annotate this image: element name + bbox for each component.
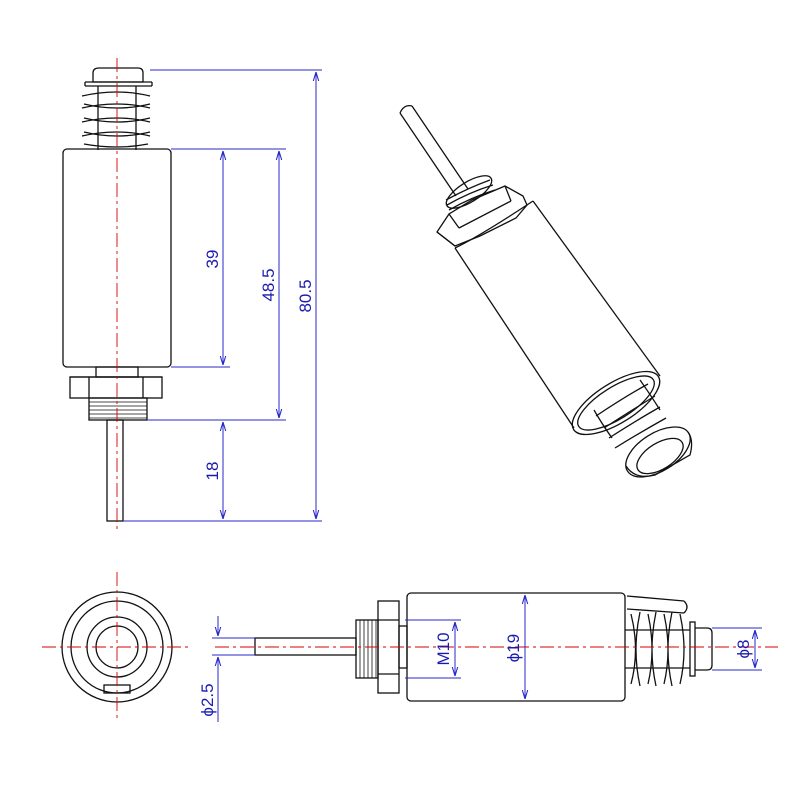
side-push-rod [254,637,357,656]
iso-plunger-cap [625,426,693,478]
side-view [254,592,713,702]
push-rod [106,419,124,522]
dimension-body-diameter: ϕ19 [504,634,523,662]
end-view-centerlines [42,572,192,722]
dimension-plunger-rod-length: 18 [203,462,222,481]
spring [81,91,151,148]
dimension-thread-size: M10 [434,632,453,665]
iso-thread [445,175,496,211]
dimension-plunger-head-diameter: ϕ8 [734,640,753,659]
hex-nut [69,366,163,399]
side-dimensions [212,595,762,722]
dimension-body-length: 39 [203,250,222,269]
iso-body [454,200,661,436]
side-lead-wire [626,595,688,614]
plunger-cap [84,67,153,87]
front-dimensions [123,69,322,522]
iso-push-rod [399,105,469,197]
isometric-view [399,105,693,478]
side-spring [625,611,690,687]
threaded-stem [88,397,148,421]
dimension-total-length: 80.5 [296,279,315,312]
iso-spring [593,379,667,449]
front-view [62,58,172,530]
side-plunger-cap [689,621,713,677]
side-thread [355,619,379,679]
dimension-rod-diameter: ϕ2.5 [198,683,217,716]
dimension-body-with-thread-length: 48.5 [259,268,278,301]
